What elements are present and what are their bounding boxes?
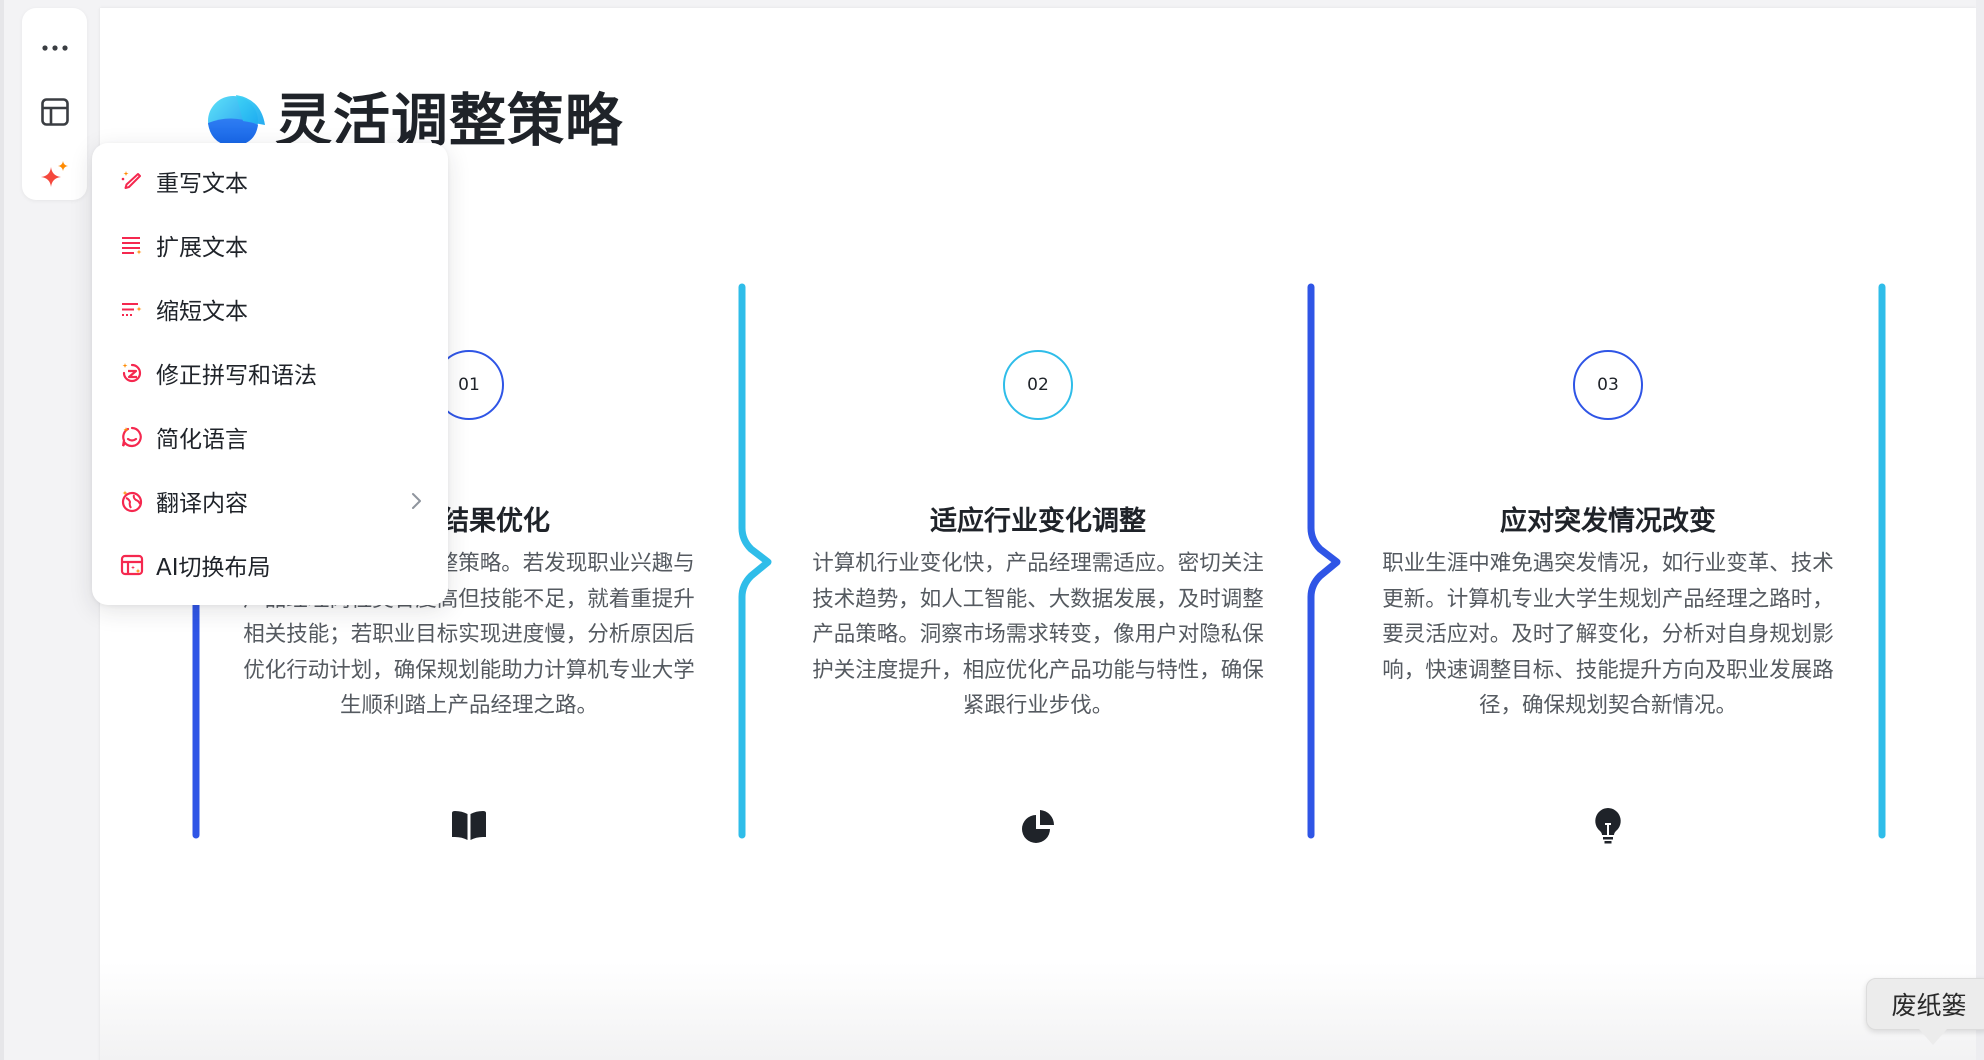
step-number-circle: 03 bbox=[1573, 350, 1643, 420]
menu-item-label: 简化语言 bbox=[156, 427, 248, 453]
magic-pen-icon bbox=[121, 171, 141, 189]
shorten-lines-icon bbox=[122, 303, 142, 316]
menu-item-label: 扩展文本 bbox=[156, 235, 248, 261]
step-number: 02 bbox=[1027, 375, 1049, 395]
sphere-logo-icon bbox=[208, 95, 265, 146]
menu-item-shorten-text[interactable]: 缩短文本 bbox=[92, 277, 448, 341]
expand-lines-icon bbox=[122, 237, 142, 255]
pie-chart-icon bbox=[1022, 810, 1054, 843]
more-button[interactable] bbox=[22, 20, 87, 76]
left-toolbar bbox=[22, 8, 87, 200]
menu-item-fix-spelling-grammar[interactable]: 修正拼写和语法 bbox=[92, 341, 448, 405]
translate-globe-icon bbox=[121, 490, 143, 513]
menu-item-label: AI切换布局 bbox=[156, 555, 271, 581]
menu-item-translate-content[interactable]: 翻译内容 bbox=[92, 469, 448, 533]
column-heading[interactable]: 应对突发情况改变 bbox=[1500, 506, 1716, 537]
trash-tooltip: 废纸篓 bbox=[1866, 978, 1984, 1030]
column-body[interactable]: 职业生涯中难免遇突发情况，如行业变革、技术更新。计算机专业大学生规划产品经理之路… bbox=[1382, 551, 1834, 718]
column-3[interactable]: 03 应对突发情况改变 职业生涯中难免遇突发情况，如行业变革、技术更新。计算机专… bbox=[1368, 350, 1848, 844]
menu-item-expand-text[interactable]: 扩展文本 bbox=[92, 213, 448, 277]
step-number: 01 bbox=[458, 375, 480, 395]
menu-item-label: 重写文本 bbox=[156, 171, 248, 197]
right-gutter bbox=[1976, 0, 1984, 1060]
menu-item-simplify-language[interactable]: 简化语言 bbox=[92, 405, 448, 469]
menu-item-ai-switch-layout[interactable]: AI切换布局 bbox=[92, 533, 448, 597]
ai-sparkle-icon bbox=[40, 161, 68, 187]
chevron-right-icon bbox=[412, 493, 421, 509]
tooltip-label: 废纸篓 bbox=[1891, 991, 1967, 1020]
menu-item-label: 翻译内容 bbox=[156, 491, 248, 517]
more-horizontal-icon bbox=[41, 45, 68, 51]
spell-check-icon bbox=[122, 363, 142, 383]
book-open-icon bbox=[452, 811, 486, 840]
column-2[interactable]: 02 适应行业变化调整 计算机行业变化快，产品经理需适应。密切关注技术趋势，如人… bbox=[798, 350, 1278, 843]
layout-button[interactable] bbox=[22, 84, 87, 140]
menu-item-label: 缩短文本 bbox=[156, 299, 248, 325]
step-number-circle: 02 bbox=[1003, 350, 1073, 420]
step-number: 03 bbox=[1597, 375, 1619, 395]
simplify-chat-icon bbox=[121, 426, 142, 448]
window-left-edge bbox=[0, 0, 4, 1060]
layout-icon bbox=[40, 98, 69, 126]
column-heading[interactable]: 适应行业变化调整 bbox=[930, 506, 1146, 537]
ai-assistant-button[interactable] bbox=[22, 148, 87, 204]
menu-item-rewrite-text[interactable]: 重写文本 bbox=[92, 149, 448, 213]
lightbulb-icon bbox=[1595, 808, 1621, 844]
slide-title-group[interactable]: 灵活调整策略 bbox=[203, 80, 623, 154]
menu-item-label: 修正拼写和语法 bbox=[156, 363, 317, 389]
ai-layout-icon bbox=[120, 554, 144, 576]
column-body[interactable]: 计算机行业变化快，产品经理需适应。密切关注技术趋势，如人工智能、大数据发展，及时… bbox=[812, 551, 1264, 718]
tooltip-arrow bbox=[1919, 1029, 1947, 1045]
ai-action-menu: 重写文本 扩展文本 缩短文本 修正拼写和语法 bbox=[92, 143, 448, 605]
